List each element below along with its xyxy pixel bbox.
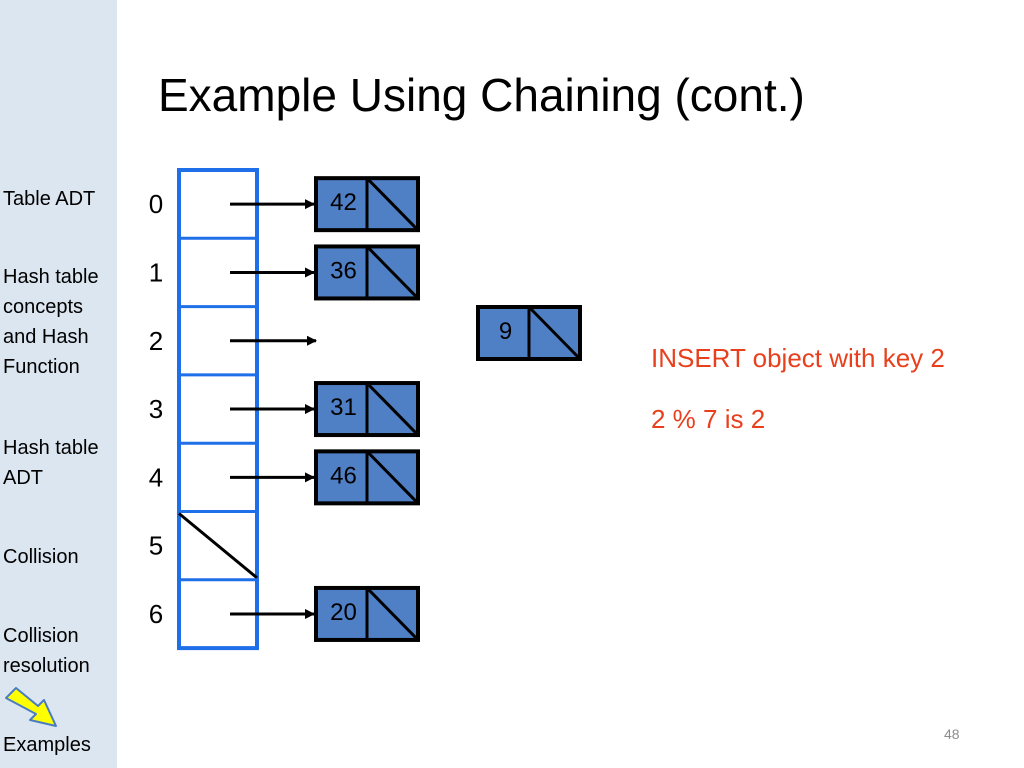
sidebar-item-hash-table-adt[interactable]: Hash table ADT	[3, 437, 99, 489]
sidebar: Table ADT Hash table concepts and Hash F…	[0, 0, 117, 768]
slide-title: Example Using Chaining (cont.)	[158, 69, 805, 121]
null-next-slash	[365, 381, 420, 437]
node-key-label: 20	[330, 599, 357, 626]
null-next-slash	[365, 177, 420, 232]
sidebar-item-table-adt[interactable]: Table ADT	[3, 188, 96, 210]
node-key-label: 46	[330, 462, 357, 489]
sidebar-item-examples[interactable]: Examples	[3, 734, 91, 756]
node-key-label: 36	[330, 257, 357, 284]
slide-number: 48	[944, 726, 960, 742]
table-index-label: 2	[149, 326, 163, 356]
insert-note: INSERT object with key 2	[651, 343, 945, 373]
sidebar-item-hash-table-concepts[interactable]: Hash table concepts and Hash Function	[3, 266, 99, 378]
table-index-label: 6	[149, 599, 163, 629]
table-index-label: 5	[149, 531, 163, 561]
null-next-slash	[365, 450, 420, 505]
null-next-slash	[527, 305, 582, 361]
null-next-slash	[365, 586, 420, 642]
table-index-label: 4	[149, 462, 163, 492]
table-index-label: 3	[149, 394, 163, 424]
new-node-key-label: 9	[499, 318, 512, 345]
node-key-label: 31	[330, 394, 357, 421]
sidebar-item-collision-resolution[interactable]: Collision resolution	[3, 625, 90, 677]
hash-computation-note: 2 % 7 is 2	[651, 404, 766, 434]
sidebar-item-collision[interactable]: Collision	[3, 546, 79, 568]
current-section-arrow-icon	[5, 687, 57, 727]
table-index-label: 1	[149, 257, 163, 287]
node-key-label: 42	[330, 189, 357, 216]
table-index-label: 0	[149, 189, 163, 219]
null-next-slash	[365, 245, 420, 300]
null-slot-slash	[178, 512, 258, 579]
